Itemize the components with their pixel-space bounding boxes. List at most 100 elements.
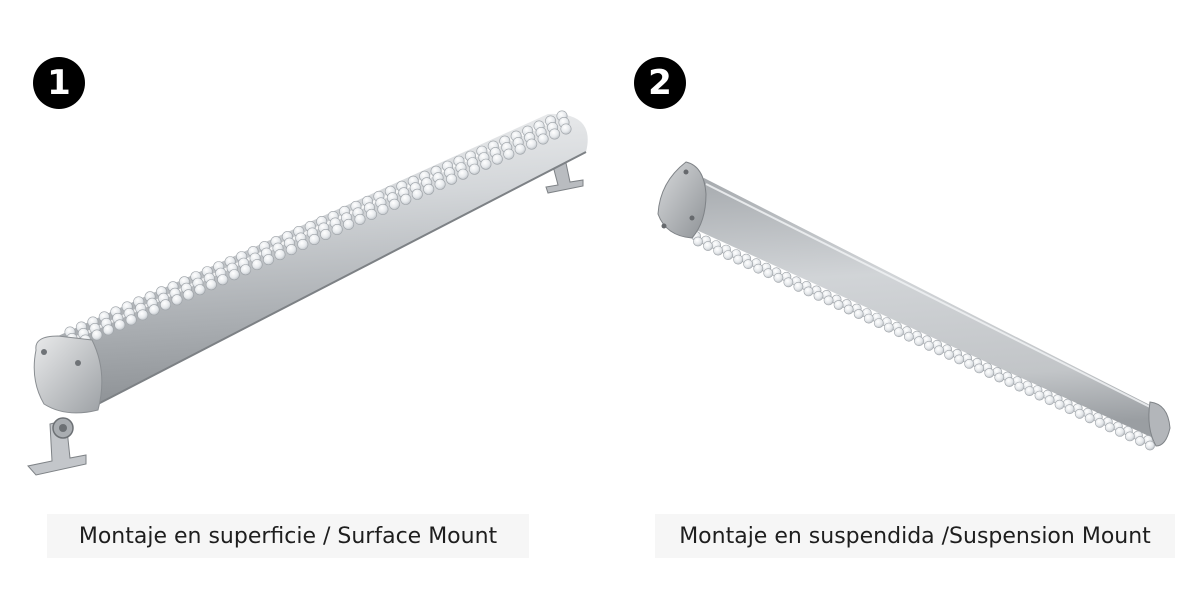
step-badge-1: 1 [33,57,85,109]
led-lens [285,244,297,256]
led-lens [863,313,874,324]
suspension-mount-panel: 2 Montaje en suspendida /Suspension Moun… [600,0,1200,600]
led-lens [320,229,332,241]
led-lens [773,272,784,283]
led-lens [331,224,343,236]
led-lens [148,304,160,316]
led-lens [1064,404,1075,415]
left-mount-bracket [27,417,87,476]
led-lens [1115,426,1125,437]
led-lens [217,274,229,286]
led-lens [434,178,446,190]
led-bar-housing [688,178,1165,442]
led-lens [723,250,734,260]
led-lens [914,336,924,347]
led-lens [713,245,723,256]
led-lens [833,300,844,310]
step-badge-2: 2 [634,57,686,109]
led-lens [1084,413,1095,424]
led-lens [1094,417,1105,428]
led-lens [343,218,355,230]
led-lens [160,299,172,311]
led-lens [205,279,217,291]
led-lens [793,281,804,292]
surface-mount-caption: Montaje en superficie / Surface Mount [47,514,529,558]
led-lens [954,354,965,365]
led-lens [468,163,480,175]
led-lens [924,340,934,351]
led-lens [994,372,1005,383]
led-lens [388,198,400,210]
led-lens [934,345,944,356]
led-lens [377,203,389,215]
led-lens [733,254,744,265]
led-lens [803,286,814,297]
led-lens [843,304,854,315]
led-lens [1004,377,1015,387]
led-lens [446,173,458,185]
led-lens [560,123,572,135]
led-lens [274,249,286,261]
led-lens [823,295,834,306]
led-lens [91,329,103,341]
led-lens [400,193,412,205]
led-lens [984,368,995,378]
led-lens [853,309,864,319]
led-lens [240,264,252,276]
right-mount-bracket [545,162,584,194]
led-lens [171,294,183,306]
led-lens [514,143,526,155]
led-lens [883,322,894,333]
led-lens [1145,440,1155,451]
led-lens [873,318,884,328]
led-lens [1044,395,1055,406]
led-lens [1024,386,1035,396]
led-lens [1125,431,1135,442]
led-lens [1074,408,1085,419]
led-lens [262,254,274,266]
led-lens-array [691,231,1155,451]
led-lens [903,331,914,342]
led-lens [526,138,538,150]
led-lens [549,128,561,140]
led-lens [743,259,754,270]
led-lens [783,277,794,288]
led-lens [1104,422,1115,433]
surface-mount-product-photo [27,110,588,476]
led-lens [194,284,206,296]
led-lens [693,236,703,247]
led-lens [974,363,985,374]
led-lens [753,263,764,274]
led-lens [137,309,149,321]
led-lens [893,327,904,338]
led-lens [114,319,126,331]
led-lens [182,289,194,301]
led-lens [537,133,549,145]
led-lens [703,241,713,251]
led-lens [228,269,240,281]
led-lens [297,239,309,251]
led-lens [423,183,435,195]
led-lens [491,153,503,165]
far-end-cap [1148,401,1171,447]
led-lens [411,188,423,200]
led-lens [763,268,774,279]
led-lens [1135,436,1145,446]
led-lens [1034,390,1045,401]
led-lens [964,358,975,369]
led-lens [457,168,469,180]
led-lens [251,259,263,271]
led-lens [102,324,114,336]
led-lens [503,148,515,160]
led-lens [365,208,377,220]
led-lens [480,158,492,170]
led-lens [1054,399,1065,410]
led-lens [354,213,366,225]
suspension-mount-caption: Montaje en suspendida /Suspension Mount [655,514,1175,558]
led-lens [944,349,954,360]
surface-mount-panel: 1 Montaje en superficie / Surface Mount [27,57,588,558]
suspension-mount-product-photo [657,161,1171,451]
led-lens [308,234,320,246]
led-lens [1014,381,1025,392]
end-cap [657,161,707,239]
